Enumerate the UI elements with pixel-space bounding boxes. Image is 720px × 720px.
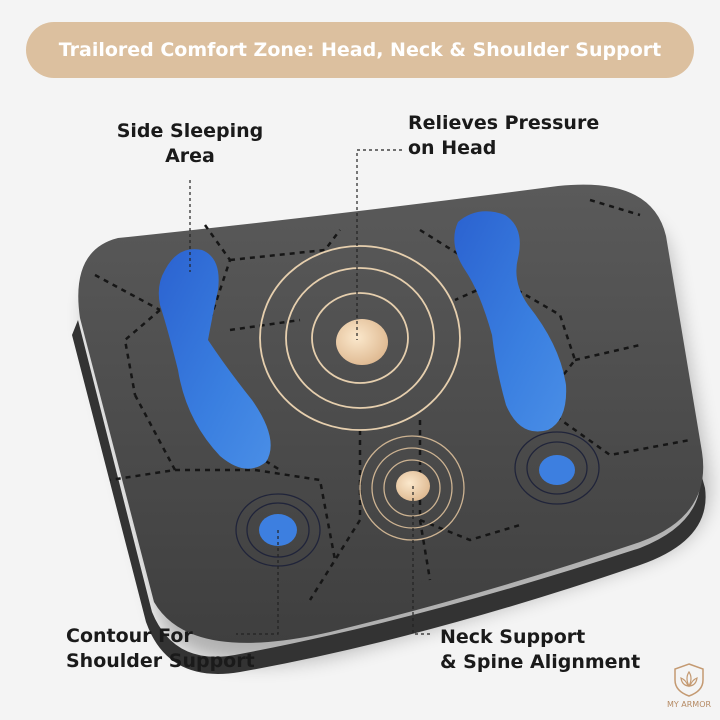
right-shoulder-point [539,455,575,485]
brand-logo: MY ARMOR [660,662,718,718]
neck-support-rings [359,435,465,541]
relieves-pressure-line2: on Head [408,137,497,159]
side-sleeping-line2: Area [165,145,215,167]
banner-title: Trailored Comfort Zone: Head, Neck & Sho… [58,39,662,61]
neck-support-line1: Neck Support [440,626,586,648]
pillow-side [72,320,706,674]
right-blue-contour [454,211,567,432]
stitch-lines [94,198,691,601]
head-pressure-point [336,319,388,365]
shield-lotus-icon [674,663,704,697]
pillow-top [78,184,704,643]
neck-support-line2: & Spine Alignment [440,651,641,673]
brand-name: MY ARMOR [666,700,712,709]
relieves-pressure-label: Relieves Pressure on Head [408,111,599,161]
relieves-pressure-line1: Relieves Pressure [408,112,600,134]
contour-shoulder-label: Contour For Shoulder Support [66,624,255,674]
right-shoulder-rings [514,431,600,505]
side-sleeping-line1: Side Sleeping [116,120,264,142]
title-banner: Trailored Comfort Zone: Head, Neck & Sho… [26,22,694,78]
head-pressure-rings [259,245,461,431]
contour-shoulder-line1: Contour For [66,625,193,647]
neck-support-label: Neck Support & Spine Alignment [440,625,640,675]
leader-lines [189,149,432,635]
left-blue-contour [158,249,271,469]
side-sleeping-label: Side Sleeping Area [110,119,270,169]
contour-shoulder-line2: Shoulder Support [66,650,255,672]
